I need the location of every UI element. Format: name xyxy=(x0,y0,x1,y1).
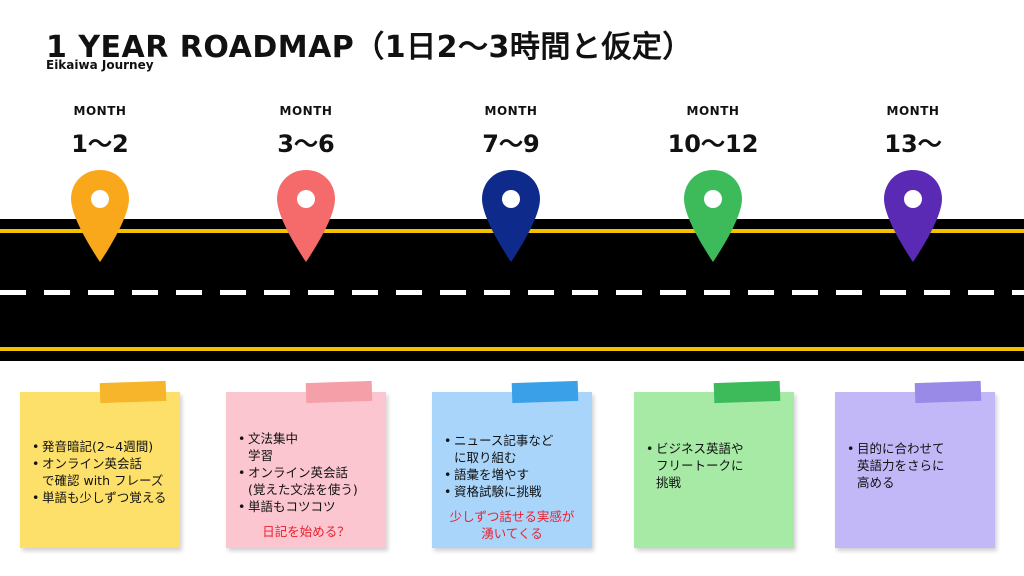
note-item: 資格試験に挑戦 xyxy=(444,483,592,500)
sticky-note-1: 発音暗記(2~4週間) オンライン英会話 で確認 with フレーズ 単語も少し… xyxy=(20,392,180,548)
note-list: 文法集中 学習 オンライン英会話 (覚えた文法を使う) 単語もコツコツ xyxy=(226,430,386,515)
note-highlight: 日記を始める？ xyxy=(262,524,350,539)
note-item: オンライン英会話 (覚えた文法を使う) xyxy=(238,464,386,498)
road-edge-line-bottom xyxy=(0,347,1024,351)
map-pin-icon xyxy=(684,170,742,262)
month-header-2: MONTH 3～6 xyxy=(251,104,361,159)
month-range: 10～12 xyxy=(667,130,759,158)
tape-3 xyxy=(511,380,579,404)
note-item: ニュース記事など に取り組む xyxy=(444,432,592,466)
month-range: 1～2 xyxy=(71,130,129,158)
note-item: 語彙を増やす xyxy=(444,466,592,483)
note-item: 単語も少しずつ覚える xyxy=(32,489,180,506)
tape-1 xyxy=(99,380,167,404)
note-item: オンライン英会話 で確認 with フレーズ xyxy=(32,455,180,489)
tape-2 xyxy=(305,380,373,404)
note-list: ニュース記事など に取り組む 語彙を増やす 資格試験に挑戦 xyxy=(432,432,592,500)
note-item: ビジネス英語や フリートークに 挑戦 xyxy=(646,440,794,491)
month-header-5: MONTH 13～ xyxy=(858,104,968,159)
month-label: MONTH xyxy=(686,104,740,118)
sticky-note-5: 目的に合わせて 英語力をさらに 高める xyxy=(835,392,995,548)
note-highlight: 少しずつ話せる実感が 湧いてくる xyxy=(449,509,575,541)
note-list: 目的に合わせて 英語力をさらに 高める xyxy=(835,440,995,491)
month-label: MONTH xyxy=(886,104,940,118)
page-subtitle: Eikaiwa Journey xyxy=(46,58,154,72)
tape-5 xyxy=(914,380,982,404)
map-pin-icon xyxy=(277,170,335,262)
page-title: 1 YEAR ROADMAP（1日2～3時間と仮定） xyxy=(46,30,693,65)
sticky-note-3: ニュース記事など に取り組む 語彙を増やす 資格試験に挑戦 少しずつ話せる実感が… xyxy=(432,392,592,548)
month-range: 3～6 xyxy=(277,130,335,158)
note-item: 文法集中 学習 xyxy=(238,430,386,464)
note-item: 目的に合わせて 英語力をさらに 高める xyxy=(847,440,995,491)
tape-4 xyxy=(713,380,781,404)
note-item: 発音暗記(2~4週間) xyxy=(32,438,180,455)
note-list: ビジネス英語や フリートークに 挑戦 xyxy=(634,440,794,491)
map-pin-icon xyxy=(482,170,540,262)
month-header-3: MONTH 7～9 xyxy=(456,104,566,159)
note-list: 発音暗記(2~4週間) オンライン英会話 で確認 with フレーズ 単語も少し… xyxy=(20,438,180,506)
map-pin-icon xyxy=(884,170,942,262)
sticky-note-4: ビジネス英語や フリートークに 挑戦 xyxy=(634,392,794,548)
month-label: MONTH xyxy=(484,104,538,118)
month-range: 7～9 xyxy=(482,130,540,158)
map-pin-icon xyxy=(71,170,129,262)
road-center-dashes xyxy=(0,290,1024,295)
month-header-4: MONTH 10～12 xyxy=(658,104,768,159)
month-header-1: MONTH 1～2 xyxy=(45,104,155,159)
month-label: MONTH xyxy=(279,104,333,118)
note-item: 単語もコツコツ xyxy=(238,498,386,515)
month-label: MONTH xyxy=(73,104,127,118)
month-range: 13～ xyxy=(884,130,942,158)
sticky-note-2: 文法集中 学習 オンライン英会話 (覚えた文法を使う) 単語もコツコツ 日記を始… xyxy=(226,392,386,548)
